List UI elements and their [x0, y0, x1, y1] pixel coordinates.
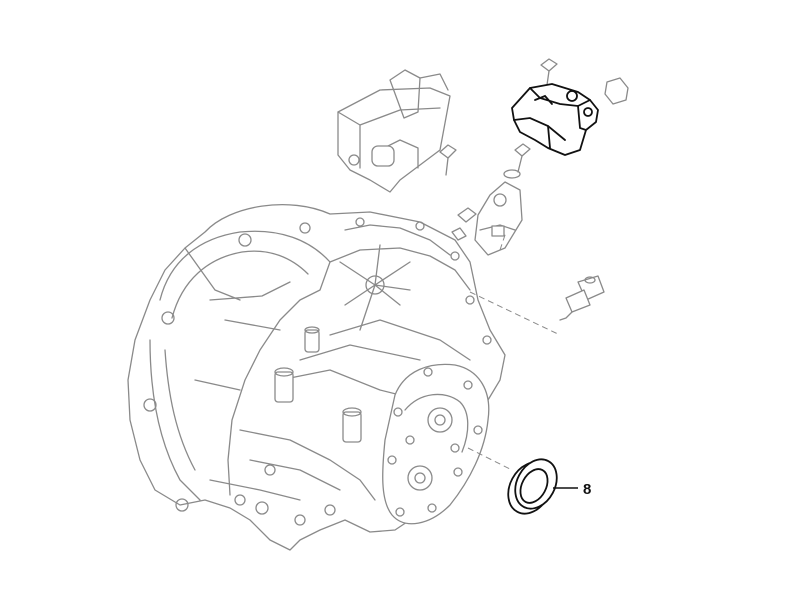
callout-8: 8 [553, 481, 591, 498]
mounting-bracket-context [337, 69, 457, 193]
highlighted-mount-bracket [511, 83, 599, 156]
callout-label: 8 [583, 481, 591, 498]
oil-seal [507, 458, 558, 515]
sensor-switch-context [559, 275, 605, 321]
mount-assembly-context [451, 58, 629, 256]
assembly-guide-lines [467, 231, 561, 471]
transmission-housing [127, 204, 506, 551]
